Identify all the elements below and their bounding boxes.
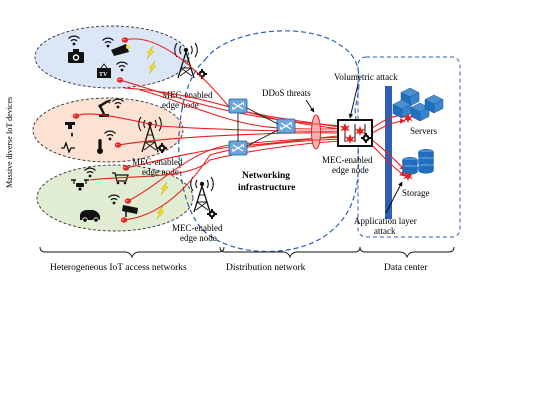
switch-icon [276,118,296,134]
iot-devices-group-1: TV [67,35,157,83]
section-label-datacenter: Data center [384,263,428,273]
edge-node-label-4a: MEC-enabled [322,155,373,165]
servers-label: Servers [410,126,437,136]
bot-icon [124,198,132,204]
access-network-region-1 [34,25,190,89]
car-icon [80,210,100,223]
distribution-network-cloud [178,30,360,252]
networking-label-line2: infrastructure [238,183,295,193]
switch-icon [228,140,248,156]
switch-icon [228,98,248,114]
access-network-region-3 [36,164,194,232]
storage-icons [402,148,434,175]
networking-label-line1: Networking [242,171,290,181]
shopping-cart-icon [112,172,129,185]
camera-icon [68,49,84,63]
water-tap-icon [65,122,75,137]
ddos-arrow [305,99,315,113]
disk-icon [402,163,418,175]
disk-icon [418,162,434,174]
edge-node-label-1a: MEC-enabled [162,90,213,100]
smart-light-icon [111,44,130,56]
svg-text:TV: TV [99,72,108,78]
volumetric-label: Volumetric attack [334,72,398,82]
iot-devices-group-3 [71,165,169,223]
edge-node-label-4b: edge node [332,165,369,175]
side-label: Massive diverse IoT devices [5,97,14,188]
edge-node-label-1b: edge node [162,100,199,110]
section-label-distribution: Distribution network [226,263,306,273]
section-braces [39,246,455,259]
app-attack-label-line2: attack [374,226,396,236]
edge-node-label-3b: edge node [180,233,217,243]
edge-tower-icon [190,176,214,213]
app-attack-label-line1: Application layer [354,216,417,226]
section-label-access: Heterogeneous IoT access networks [50,263,187,273]
tv-icon: TV [97,63,111,78]
access-network-region-2 [32,97,184,163]
ddos-label: DDoS threats [262,88,311,98]
storage-label: Storage [402,188,430,198]
edge-node-label-3a: MEC-enabled [172,223,223,233]
switch-links [237,107,279,147]
gear-icon [207,209,217,219]
app-attack-arrow [385,181,403,214]
drone-icon [71,179,89,191]
edge-node-label-2b: edge node [142,167,179,177]
ddos-threat-marker [311,114,321,150]
thermometer-icon [97,139,103,154]
cctv-camera-icon [122,205,138,217]
edge-node-label-2a: MEC-enabled [132,157,183,167]
server-icons [392,87,444,122]
volumetric-arrow [348,83,359,119]
heartbeat-icon [61,141,75,154]
